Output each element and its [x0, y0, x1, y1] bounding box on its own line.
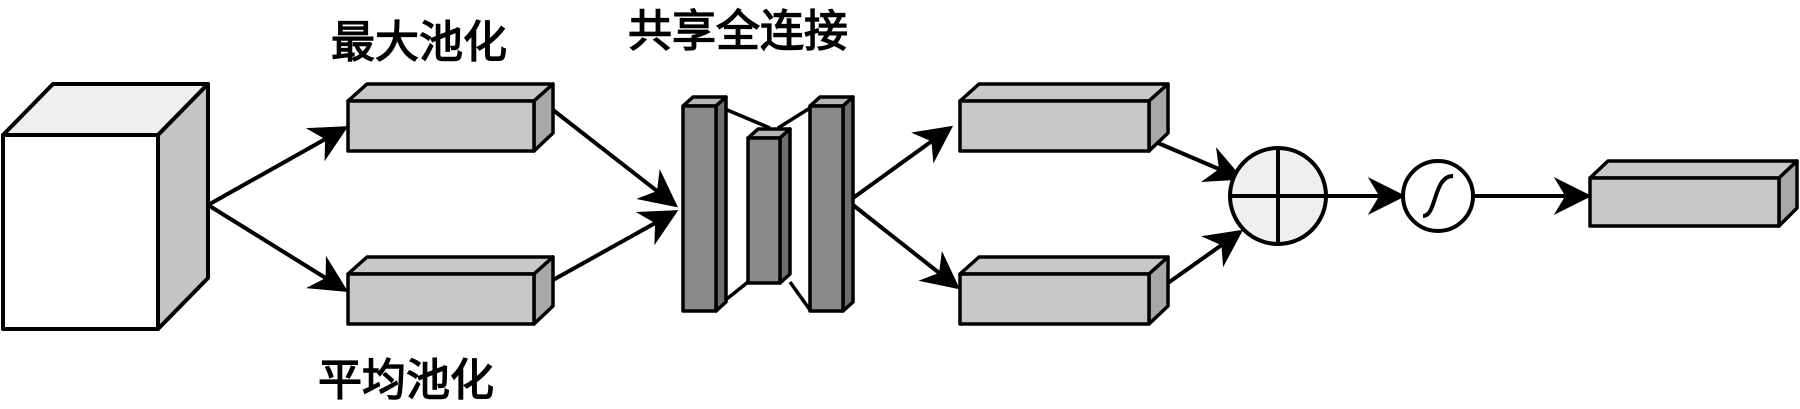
avg-pool-vector-top [346, 255, 555, 276]
upper-output-vector [958, 82, 1170, 153]
shared-fc-block [681, 95, 855, 313]
fc-layer-2-front [746, 136, 782, 285]
input-feature-cube [1, 82, 210, 331]
arrow-upper-output-to-adder [1157, 141, 1244, 183]
sigmoid-icon [1401, 159, 1475, 233]
arrow-lower-output-to-adder [1166, 229, 1244, 285]
fc-connector-top-right [777, 106, 811, 130]
arrow-maxpool-to-fc [551, 108, 678, 208]
arrow-input-to-avgpool [206, 203, 349, 293]
avg-pool-vector-front [346, 272, 536, 326]
sigmoid-curve [1422, 174, 1454, 218]
lower-output-vector-top [958, 255, 1170, 276]
result-attention-vector [1588, 159, 1799, 228]
fc-connector-bottom-right [788, 280, 812, 312]
arrow-fc-to-upper-output [851, 125, 954, 200]
fc-layer-1-front [681, 104, 718, 313]
lower-output-vector-front [958, 272, 1151, 326]
max-pool-vector [346, 82, 555, 153]
arrow-fc-to-lower-output [851, 203, 960, 290]
avg-pool-vector [346, 255, 555, 326]
sigmoid-activation [1401, 159, 1475, 233]
arrow-input-to-maxpool [207, 126, 349, 207]
lower-output-vector [958, 255, 1170, 326]
input-cube-front [1, 133, 160, 331]
max-pool-label: 最大池化 [331, 17, 507, 68]
max-pool-vector-top [346, 82, 555, 103]
elementwise-add-operator [1228, 146, 1328, 246]
shared-fc-label: 共享全连接 [628, 6, 848, 57]
max-pool-vector-front [346, 99, 536, 153]
result-vector-top [1588, 159, 1799, 180]
avg-pool-label: 平均池化 [318, 355, 494, 406]
result-vector-front [1588, 176, 1781, 228]
arrow-avgpool-to-fc [552, 210, 679, 282]
fc-layer-3-front [808, 104, 845, 313]
upper-output-vector-front [958, 99, 1151, 153]
upper-output-vector-top [958, 82, 1170, 103]
